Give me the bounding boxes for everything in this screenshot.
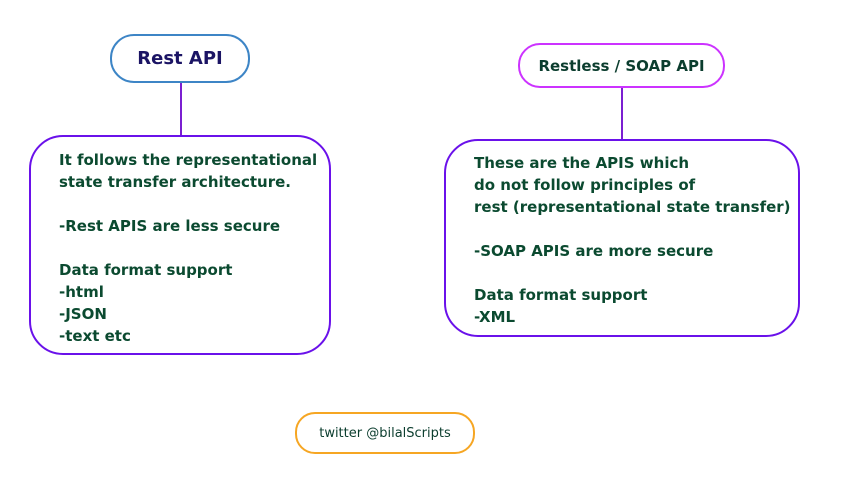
rest-api-title: Rest API <box>110 34 250 83</box>
soap-line: rest (representational state transfer) <box>474 198 791 216</box>
soap-connector-line <box>621 88 623 139</box>
soap-api-description-box: These are the APIS which do not follow p… <box>444 139 800 337</box>
rest-line: Data format support <box>59 261 233 279</box>
rest-line: state transfer architecture. <box>59 173 291 191</box>
soap-line: do not follow principles of <box>474 176 696 194</box>
soap-line: Data format support <box>474 286 648 304</box>
rest-line: -html <box>59 283 104 301</box>
soap-line <box>474 262 798 284</box>
rest-api-description-box: It follows the representational state tr… <box>29 135 331 355</box>
rest-line: -Rest APIS are less secure <box>59 217 281 235</box>
soap-line: -XML <box>474 308 516 326</box>
twitter-handle-badge: twitter @bilalScripts <box>295 412 475 454</box>
rest-line <box>59 237 329 259</box>
soap-line: -SOAP APIS are more secure <box>474 242 714 260</box>
soap-line <box>474 218 798 240</box>
rest-line: It follows the representational <box>59 151 318 169</box>
rest-line: -JSON <box>59 305 107 323</box>
soap-api-title: Restless / SOAP API <box>518 43 725 88</box>
rest-line <box>59 193 329 215</box>
soap-line: These are the APIS which <box>474 154 690 172</box>
rest-connector-line <box>180 83 182 135</box>
rest-line: -text etc <box>59 327 131 345</box>
